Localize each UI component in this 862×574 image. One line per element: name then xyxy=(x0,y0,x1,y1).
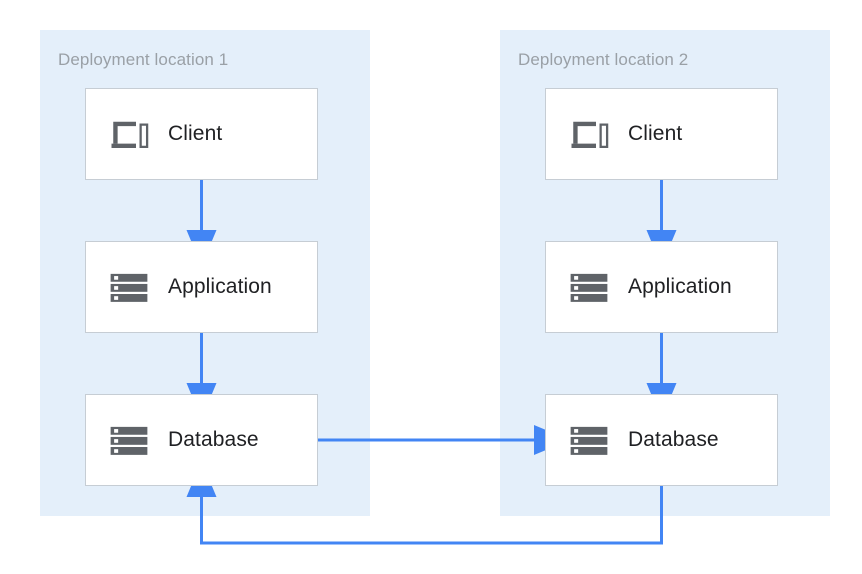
node-label-application-2: Application xyxy=(628,275,732,298)
server-rack-icon xyxy=(110,273,148,302)
node-label-database-1: Database xyxy=(168,428,259,451)
zone-label-location-1: Deployment location 1 xyxy=(58,50,229,69)
node-application-1[interactable]: Application xyxy=(85,241,318,333)
node-label-client-2: Client xyxy=(628,122,683,145)
zone-label-location-2: Deployment location 2 xyxy=(518,50,689,69)
node-database-1[interactable]: Database xyxy=(85,394,318,486)
devices-icon xyxy=(111,121,149,148)
node-client-2[interactable]: Client xyxy=(545,88,778,180)
node-client-1[interactable]: Client xyxy=(85,88,318,180)
node-label-application-1: Application xyxy=(168,275,272,298)
devices-icon xyxy=(571,121,609,148)
server-rack-icon xyxy=(570,426,608,455)
server-rack-icon xyxy=(110,426,148,455)
node-application-2[interactable]: Application xyxy=(545,241,778,333)
server-rack-icon xyxy=(570,273,608,302)
node-label-database-2: Database xyxy=(628,428,719,451)
node-database-2[interactable]: Database xyxy=(545,394,778,486)
node-label-client-1: Client xyxy=(168,122,223,145)
